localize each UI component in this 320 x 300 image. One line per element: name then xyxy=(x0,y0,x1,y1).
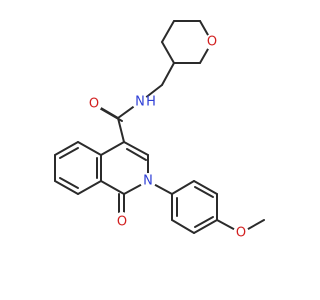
atom-o-carbonyl-ring: O xyxy=(114,212,130,230)
atom-o-pyran: O xyxy=(204,34,220,50)
bond xyxy=(193,219,218,234)
bond xyxy=(59,177,79,189)
bond xyxy=(161,41,175,64)
bond xyxy=(193,180,218,195)
bond-layer xyxy=(54,20,265,234)
bond xyxy=(54,180,79,195)
bond xyxy=(161,62,175,86)
bond xyxy=(171,180,195,195)
bond xyxy=(123,141,149,156)
bond xyxy=(54,141,79,156)
atom-nh-amide: N xyxy=(132,94,148,110)
bond xyxy=(126,148,147,161)
atom-o-pyran-label: O xyxy=(207,35,217,50)
atom-h-amide-label: H xyxy=(146,95,156,110)
bond xyxy=(171,219,195,234)
bond xyxy=(100,180,125,195)
bond xyxy=(194,216,214,228)
atom-n-ring-label: N xyxy=(143,174,153,189)
bond xyxy=(59,147,79,159)
atom-n-ring: N xyxy=(140,173,156,189)
atom-label-layer: O N H O N O O xyxy=(86,34,249,241)
atom-o-carbonyl-amide-label: O xyxy=(89,97,99,112)
atom-nh-amide-label: N xyxy=(135,95,145,110)
atom-o-methoxy-label: O xyxy=(236,226,246,241)
bond xyxy=(194,186,214,198)
atom-h-amide: H xyxy=(145,95,157,110)
bond xyxy=(117,117,125,143)
atom-o-methoxy: O xyxy=(233,225,249,241)
molecule-structure: O N H O N O O xyxy=(54,20,265,241)
atom-o-carbonyl-amide: O xyxy=(86,96,102,112)
atom-o-carbonyl-ring-label: O xyxy=(117,215,127,230)
bond xyxy=(161,20,175,43)
bond xyxy=(77,141,102,156)
bond xyxy=(100,141,125,156)
bond xyxy=(77,180,102,195)
